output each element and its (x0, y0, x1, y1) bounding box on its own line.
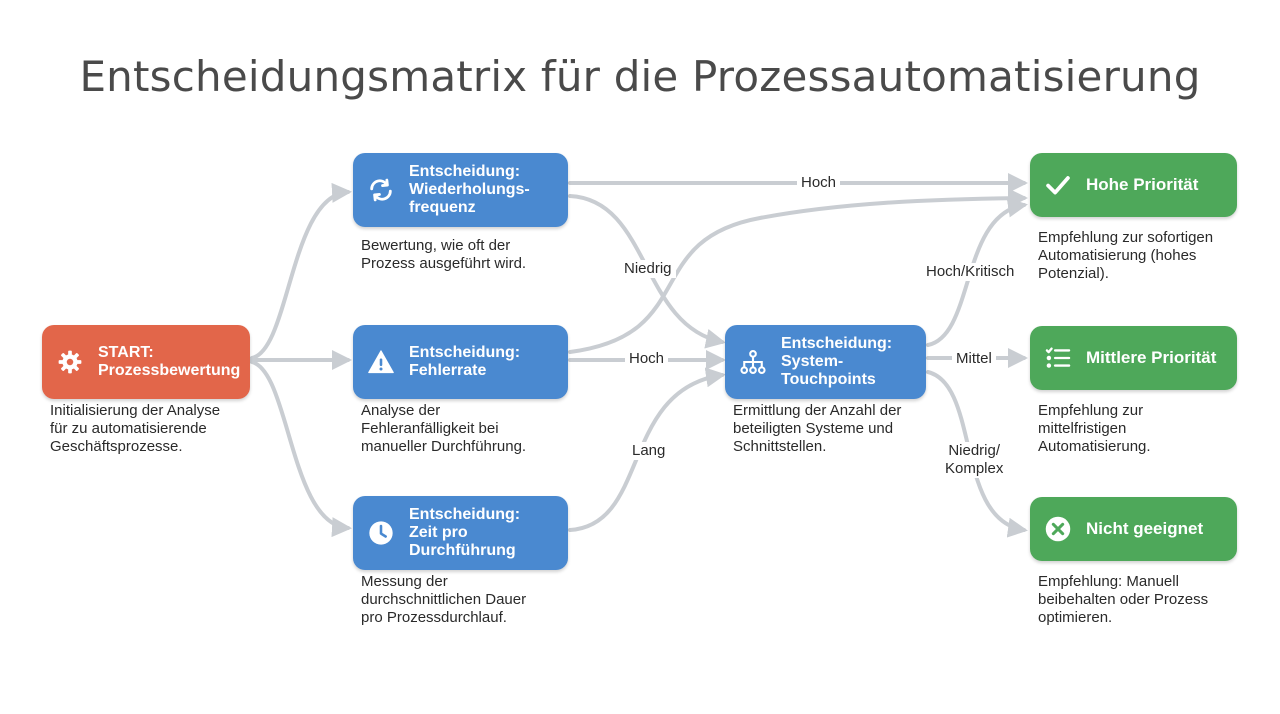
node-repetition-frequency-description: Bewertung, wie oft der Prozess ausgeführ… (361, 237, 527, 272)
node-system-touchpoints-description: Ermittlung der Anzahl der beteiligten Sy… (733, 402, 902, 455)
edge-label-err-high: Hoch (625, 350, 669, 368)
node-high-priority[interactable]: Hohe Priorität (1030, 153, 1237, 217)
node-repetition-frequency-label: Entscheidung: Wiederholungs- frequenz (409, 163, 530, 216)
warning-icon (367, 348, 395, 376)
node-high-priority-label: Hohe Priorität (1086, 175, 1199, 194)
node-error-rate-label: Entscheidung: Fehlerrate (409, 344, 521, 379)
node-system-touchpoints[interactable]: Entscheidung: System- Touchpoints (725, 325, 926, 399)
node-medium-priority[interactable]: Mittlere Priorität (1030, 326, 1237, 390)
node-error-rate[interactable]: Entscheidung: Fehlerrate (353, 325, 568, 399)
node-medium-priority-label: Mittlere Priorität (1086, 348, 1217, 367)
edge-label-tp-high: Hoch/Kritisch (922, 263, 1019, 281)
list-icon (1044, 344, 1072, 372)
edge-label-rep-low: Niedrig (620, 260, 676, 278)
node-repetition-frequency[interactable]: Entscheidung: Wiederholungs- frequenz (353, 153, 568, 227)
page-title: Entscheidungsmatrix für die Prozessautom… (79, 52, 1201, 101)
node-medium-priority-description: Empfehlung zur mittelfristigen Automatis… (1038, 402, 1151, 455)
node-start[interactable]: START: Prozessbewertung (42, 325, 250, 399)
repeat-icon (367, 176, 395, 204)
clock-icon (367, 519, 395, 547)
node-start-description: Initialisierung der Analyse für zu autom… (50, 402, 221, 455)
edge-error-rate-to-high (568, 188, 1028, 354)
node-time-per-execution-label: Entscheidung: Zeit pro Durchführung (409, 506, 521, 559)
edge-start-to-time (250, 360, 352, 538)
node-not-suitable[interactable]: Nicht geeignet (1030, 497, 1237, 561)
node-time-per-execution[interactable]: Entscheidung: Zeit pro Durchführung (353, 496, 568, 570)
node-not-suitable-label: Nicht geeignet (1086, 519, 1204, 538)
edge-start-to-repetition (250, 182, 352, 360)
edge-label-time-long: Lang (628, 442, 670, 460)
node-error-rate-description: Analyse der Fehleranfälligkeit bei manue… (361, 402, 527, 455)
x-circle-icon (1044, 515, 1072, 543)
node-start-label: START: Prozessbewertung (98, 344, 241, 379)
edge-label-rep-high: Hoch (797, 174, 841, 192)
gear-icon (56, 348, 84, 376)
check-icon (1044, 171, 1072, 199)
hierarchy-icon (739, 348, 767, 376)
edge-label-tp-mid: Mittel (952, 350, 996, 368)
edge-label-tp-low: Niedrig/ Komplex (941, 442, 1008, 478)
node-high-priority-description: Empfehlung zur sofortigen Automatisierun… (1038, 229, 1214, 282)
node-not-suitable-description: Empfehlung: Manuell beibehalten oder Pro… (1038, 573, 1209, 626)
node-time-per-execution-description: Messung der durchschnittlichen Dauer pro… (361, 573, 527, 626)
node-system-touchpoints-label: Entscheidung: System- Touchpoints (781, 335, 893, 388)
